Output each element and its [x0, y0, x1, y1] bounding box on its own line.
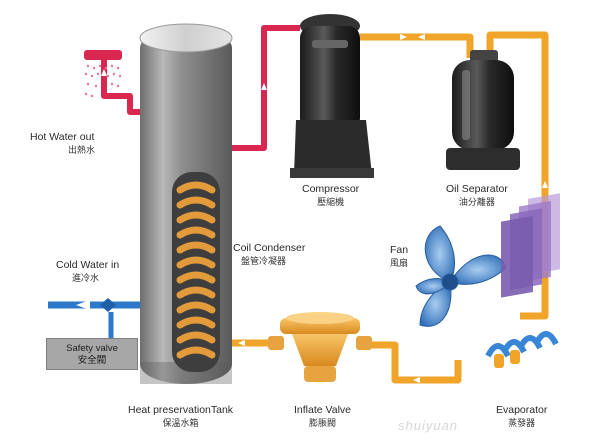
refrigerant-arrows	[238, 34, 548, 383]
label-inflate-valve: Inflate Valve 膨脹閥	[294, 404, 351, 430]
label-fan: Fan 風扇	[390, 244, 408, 270]
shower-head-icon	[84, 50, 122, 98]
label-oil-separator-cn: 油分離器	[458, 197, 495, 207]
label-inflate-valve-en: Inflate Valve	[294, 404, 352, 416]
label-evaporator-en: Evaporator	[496, 404, 548, 416]
heat-preservation-tank	[139, 23, 233, 384]
label-coil-condenser-cn: 盤管冷凝器	[241, 256, 287, 266]
label-hot-water-out: Hot Water out 出熱水	[30, 131, 95, 157]
evaporator-icon	[485, 193, 560, 368]
compressor-icon	[290, 14, 374, 178]
label-coil-condenser: Coil Condenser 盤管冷凝器	[233, 242, 305, 268]
label-compressor-en: Compressor	[302, 183, 360, 195]
label-safety-valve-en: Safety valve	[66, 343, 118, 354]
label-cold-water-in: Cold Water in 進冷水	[56, 259, 119, 285]
label-tank-cn: 保溫水箱	[162, 418, 199, 428]
fan-icon	[415, 225, 507, 327]
label-cold-water-in-en: Cold Water in	[56, 259, 120, 271]
label-fan-cn: 風扇	[390, 258, 409, 268]
label-fan-en: Fan	[390, 244, 409, 256]
label-coil-condenser-en: Coil Condenser	[233, 242, 306, 254]
hot-water-arrows	[101, 69, 267, 90]
watermark: shuiyuan	[398, 418, 459, 433]
label-compressor: Compressor 壓縮機	[302, 183, 359, 209]
label-safety-valve-cn: 安全閥	[77, 355, 107, 366]
check-valve-icon	[100, 298, 116, 312]
label-evaporator: Evaporator 蒸發器	[496, 404, 547, 430]
label-oil-separator-en: Oil Separator	[446, 183, 508, 195]
refrigerant-pipe	[212, 31, 549, 384]
label-compressor-cn: 壓縮機	[317, 197, 345, 207]
oil-separator-icon	[446, 50, 520, 170]
safety-valve-box: Safety valve 安全閥	[46, 338, 138, 370]
coil-condenser-icon	[176, 181, 216, 359]
label-inflate-valve-cn: 膨脹閥	[309, 418, 337, 428]
inflate-valve-icon	[268, 312, 372, 382]
label-tank: Heat preservationTank 保溫水箱	[128, 404, 233, 430]
label-evaporator-cn: 蒸發器	[508, 418, 536, 428]
label-hot-water-out-en: Hot Water out	[30, 131, 95, 143]
cold-water-pipe	[48, 298, 148, 338]
label-tank-en: Heat preservationTank	[128, 404, 234, 416]
label-cold-water-in-cn: 進冷水	[72, 273, 100, 283]
label-hot-water-out-cn: 出熱水	[68, 145, 96, 155]
label-oil-separator: Oil Separator 油分離器	[446, 183, 508, 209]
